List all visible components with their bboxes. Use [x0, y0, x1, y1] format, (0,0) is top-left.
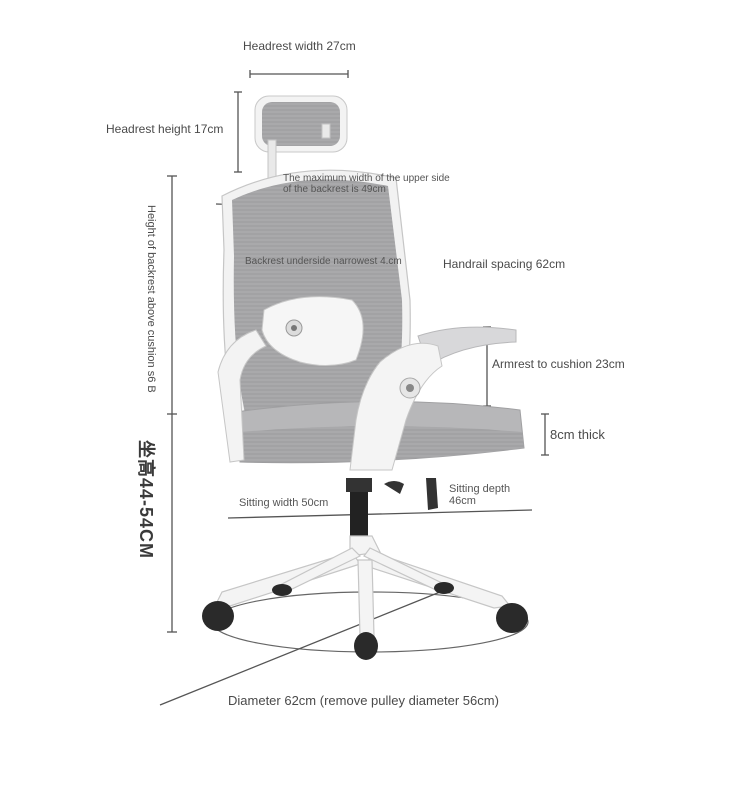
- gas-lift: [346, 478, 438, 538]
- armrest-to-cushion-label: Armrest to cushion 23cm: [492, 357, 625, 371]
- handrail-spacing-label: Handrail spacing 62cm: [443, 257, 566, 271]
- headrest-height-label: Headrest height 17cm: [106, 122, 224, 136]
- diameter-label: Diameter 62cm (remove pulley diameter 56…: [228, 693, 499, 708]
- backrest-upper-width-label: The maximum width of the upper side of t…: [283, 173, 450, 195]
- sitting-width-label: Sitting width 50cm: [239, 497, 329, 509]
- backrest-underside-label: Backrest underside narrowest 4.cm: [245, 256, 402, 267]
- headrest-width-label: Headrest width 27cm: [243, 39, 356, 53]
- left-armrest: [217, 329, 267, 463]
- seat-height-label: 坐高44-54CM: [136, 440, 156, 560]
- thickness-label: 8cm thick: [550, 427, 605, 442]
- sitting-depth-label: Sitting depth 46cm: [449, 483, 511, 508]
- backrest: [221, 169, 411, 431]
- headrest: [254, 95, 348, 183]
- backrest-height-label: Height of backrest above cushion s6 B: [145, 205, 157, 393]
- chair-base: [215, 535, 512, 637]
- casters: [202, 582, 528, 660]
- right-armrest: [349, 326, 517, 471]
